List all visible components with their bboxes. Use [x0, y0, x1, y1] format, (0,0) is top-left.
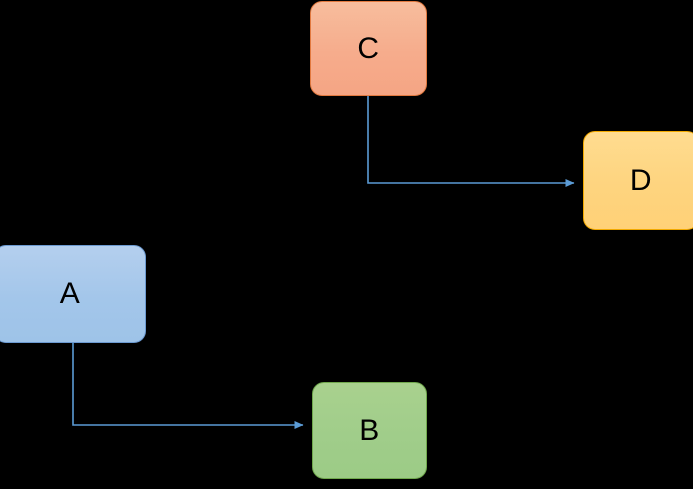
node-b[interactable]: B — [312, 382, 427, 479]
node-c[interactable]: C — [310, 1, 427, 96]
node-b-label: B — [359, 413, 380, 447]
node-d[interactable]: D — [583, 131, 693, 230]
node-d-label: D — [629, 163, 653, 197]
node-c-label: C — [357, 31, 380, 65]
edge-a-to-b[interactable] — [72, 343, 304, 429]
node-a[interactable]: A — [0, 245, 146, 343]
edge-c-to-d[interactable] — [367, 96, 575, 187]
node-a-label: A — [59, 277, 81, 310]
